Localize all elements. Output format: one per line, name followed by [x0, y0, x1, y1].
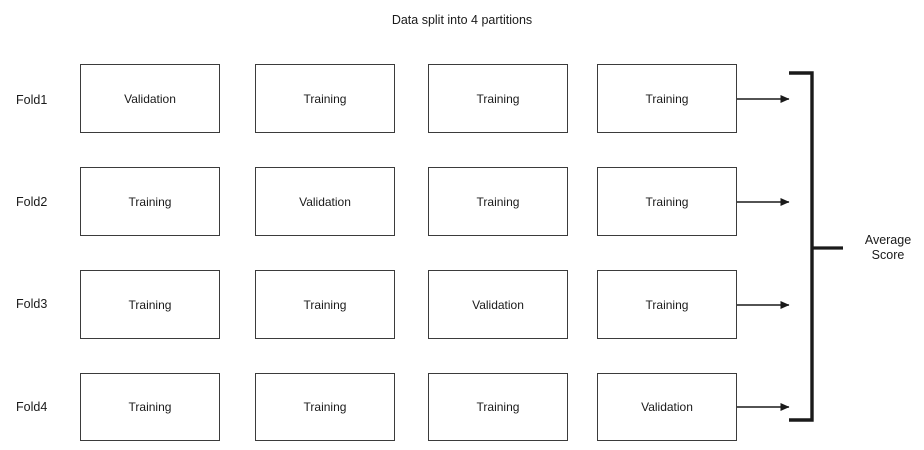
fold-label-1: Fold1: [16, 93, 48, 107]
fold-1-partition-2: Training: [255, 64, 395, 133]
fold-1-partition-4: Training: [597, 64, 737, 133]
fold-4-partition-2: Training: [255, 373, 395, 441]
average-score-label: Average Score: [855, 233, 921, 263]
fold-label-4: Fold4: [16, 400, 48, 414]
fold-4-partition-4: Validation: [597, 373, 737, 441]
fold-3-partition-3: Validation: [428, 270, 568, 339]
aggregation-bracket-icon: [789, 71, 843, 422]
fold-3-partition-4: Training: [597, 270, 737, 339]
fold-4-partition-3: Training: [428, 373, 568, 441]
fold-3-partition-1: Training: [80, 270, 220, 339]
fold-3-partition-2: Training: [255, 270, 395, 339]
fold-1-partition-1: Validation: [80, 64, 220, 133]
fold-label-2: Fold2: [16, 195, 48, 209]
fold-1-partition-3: Training: [428, 64, 568, 133]
fold-2-partition-3: Training: [428, 167, 568, 236]
fold-2-partition-1: Training: [80, 167, 220, 236]
fold-4-partition-1: Training: [80, 373, 220, 441]
average-score-line-1: Average: [864, 233, 912, 247]
fold-label-3: Fold3: [16, 297, 48, 311]
fold-2-partition-4: Training: [597, 167, 737, 236]
fold-2-partition-2: Validation: [255, 167, 395, 236]
page-title: Data split into 4 partitions: [391, 13, 533, 27]
average-score-line-2: Score: [871, 248, 905, 262]
